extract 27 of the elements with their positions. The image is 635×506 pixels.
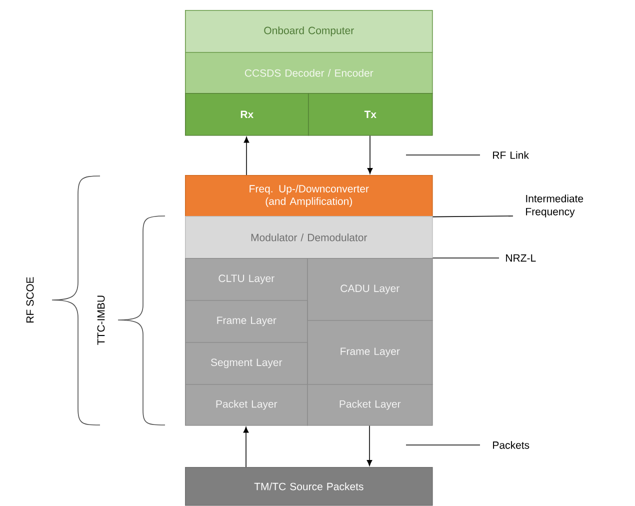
layer-box: Frame Layer: [185, 300, 308, 343]
leader-line: [406, 444, 480, 446]
brace-label: RF SCOE: [26, 277, 34, 322]
arrow: [366, 425, 372, 466]
arrow: [367, 135, 373, 174]
callout-text: Intermediate Frequency: [526, 194, 584, 218]
arrow: [243, 426, 249, 468]
layer-box: Segment Layer: [185, 342, 308, 385]
layer-box: Onboard Computer: [185, 10, 433, 53]
layer-box: Packet Layer: [307, 384, 433, 426]
callout-text: RF Link: [493, 151, 529, 159]
layer-box: Rx: [185, 93, 309, 136]
callout-text: Packets: [493, 441, 530, 449]
layer-box: CLTU Layer: [185, 258, 308, 301]
layer-box: Packet Layer: [185, 384, 308, 426]
layer-box: Modulator / Demodulator: [185, 216, 433, 259]
layer-box: CADU Layer: [307, 258, 433, 321]
arrow: [244, 136, 250, 176]
layer-box: Freq. Up-/Downconverter (and Amplification): [185, 175, 433, 217]
layer-box: CCSDS Decoder / Encoder: [185, 52, 433, 94]
layer-box: Tx: [308, 93, 433, 136]
leader-line: [432, 216, 514, 218]
leader-line: [406, 154, 480, 156]
layer-box: Frame Layer: [307, 320, 433, 385]
brace-label: TTC-IMBU: [97, 296, 105, 345]
source-box: TM/TC Source Packets: [185, 467, 433, 506]
callout-text: NRZ-L: [506, 254, 536, 262]
